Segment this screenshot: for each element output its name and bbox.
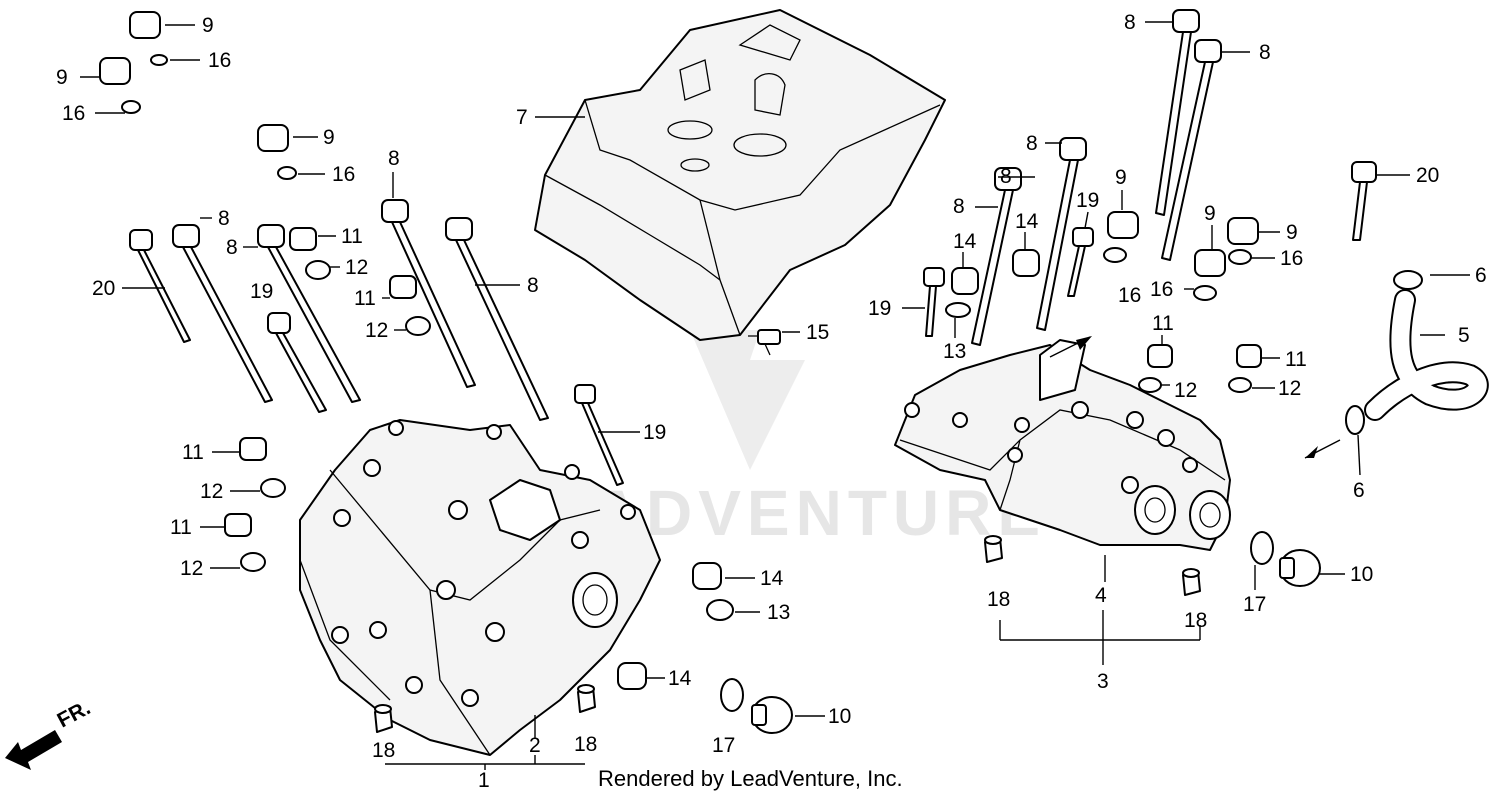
front-direction-arrow: FR. <box>5 696 94 770</box>
callout-14: 14 <box>1015 210 1039 233</box>
leader-lines <box>80 21 1470 770</box>
callout-14: 14 <box>760 567 784 590</box>
callout-19: 19 <box>643 421 666 444</box>
callout-13: 13 <box>767 601 790 624</box>
callout-12: 12 <box>1278 377 1301 400</box>
callout-19: 19 <box>250 280 273 303</box>
dowel-pin-18-r2[interactable] <box>1182 568 1201 596</box>
flow-arrows <box>1049 336 1341 459</box>
callout-16: 16 <box>1150 278 1173 301</box>
callout-6: 6 <box>1475 264 1487 287</box>
callout-18: 18 <box>574 733 597 756</box>
callout-11: 11 <box>1285 348 1307 371</box>
callout-11: 11 <box>354 287 376 310</box>
callout-12: 12 <box>180 557 203 580</box>
callout-8: 8 <box>953 195 965 218</box>
callout-13: 13 <box>943 340 966 363</box>
callout-8: 8 <box>218 207 230 230</box>
callout-8: 8 <box>388 147 400 170</box>
callout-16: 16 <box>62 102 85 125</box>
front-label: FR. <box>54 696 95 732</box>
callout-9: 9 <box>323 126 335 149</box>
callout-6: 6 <box>1353 479 1365 502</box>
callout-20: 20 <box>92 277 115 300</box>
nuts-14-left[interactable] <box>617 562 734 690</box>
callout-8: 8 <box>226 236 238 259</box>
callout-20: 20 <box>1416 164 1439 187</box>
callout-14: 14 <box>668 667 692 690</box>
callout-3: 3 <box>1097 670 1109 693</box>
plug-10-left[interactable] <box>720 678 793 734</box>
callout-12: 12 <box>200 480 223 503</box>
callout-8: 8 <box>1259 41 1271 64</box>
plug-10-right[interactable] <box>1250 531 1321 587</box>
callout-9: 9 <box>1204 202 1216 225</box>
callout-18: 18 <box>987 588 1010 611</box>
callout-11: 11 <box>341 225 363 248</box>
hose-clamp-6-bottom[interactable] <box>1345 405 1365 435</box>
callout-9: 9 <box>1115 166 1127 189</box>
callout-8: 8 <box>1124 11 1136 34</box>
breather-hose-5[interactable] <box>1364 289 1489 421</box>
callout-14: 14 <box>953 230 977 253</box>
callout-18: 18 <box>372 739 395 762</box>
callout-17: 17 <box>1243 593 1266 616</box>
breather-fitting-15[interactable] <box>748 329 781 356</box>
callout-1: 1 <box>478 769 490 792</box>
callout-18: 18 <box>1184 609 1207 632</box>
dowel-pin-18-left[interactable] <box>374 704 393 733</box>
callout-12: 12 <box>1174 379 1197 402</box>
callout-19: 19 <box>1076 189 1099 212</box>
caps-right[interactable] <box>945 211 1262 393</box>
cylinder-head-4[interactable] <box>894 339 1231 551</box>
callout-8: 8 <box>1000 165 1012 188</box>
callout-17: 17 <box>712 734 735 757</box>
callout-5: 5 <box>1458 324 1470 347</box>
callout-16: 16 <box>332 163 355 186</box>
caps-left[interactable] <box>99 11 297 180</box>
dowel-pin-18-right[interactable] <box>577 684 596 713</box>
callout-12: 12 <box>365 319 388 342</box>
callout-9: 9 <box>1286 221 1298 244</box>
callout-16: 16 <box>1280 247 1303 270</box>
callout-16: 16 <box>1118 284 1141 307</box>
callout-7: 7 <box>516 106 528 129</box>
callout-11: 11 <box>1152 312 1174 335</box>
nuts-left[interactable] <box>224 227 431 572</box>
callout-12: 12 <box>345 256 368 279</box>
bolts-right[interactable] <box>923 9 1377 346</box>
callout-8: 8 <box>527 274 539 297</box>
callout-19: 19 <box>868 297 891 320</box>
callout-labels: 9 16 9 16 9 16 8 8 11 12 8 20 19 11 12 8… <box>56 11 1487 792</box>
callout-2: 2 <box>529 734 541 757</box>
callout-10: 10 <box>1350 563 1373 586</box>
callout-11: 11 <box>170 516 192 539</box>
cylinder-head-2[interactable] <box>299 419 661 756</box>
valve-cover-7[interactable] <box>534 9 946 341</box>
callout-16: 16 <box>208 49 231 72</box>
dowel-pin-18-r1[interactable] <box>984 535 1003 563</box>
callout-9: 9 <box>202 14 214 37</box>
callout-8: 8 <box>1026 132 1038 155</box>
callout-4: 4 <box>1095 584 1107 607</box>
callout-10: 10 <box>828 705 851 728</box>
callout-15: 15 <box>806 321 829 344</box>
callout-11: 11 <box>182 441 204 464</box>
credit-text: Rendered by LeadVenture, Inc. <box>598 766 903 791</box>
hose-clamp-6-top[interactable] <box>1393 270 1423 290</box>
callout-9: 9 <box>56 66 68 89</box>
